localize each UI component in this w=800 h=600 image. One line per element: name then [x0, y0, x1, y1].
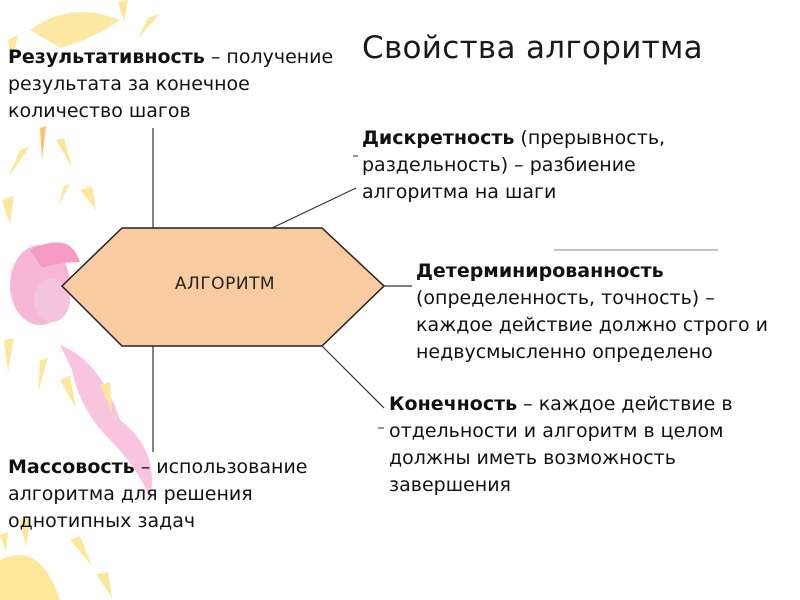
property-term: Дискретность: [362, 127, 515, 149]
property-term: Конечность: [389, 393, 518, 415]
page-title: Свойства алгоритма: [362, 30, 703, 66]
property-description: – получение результата за конечное колич…: [8, 46, 334, 122]
property-description: (прерывность, раздельность) – разбиение …: [362, 127, 666, 203]
property-description: (определенность, точность) – каждое дейс…: [416, 287, 768, 363]
property-term: Массовость: [8, 456, 135, 478]
connector-line-finiteness: [321, 345, 385, 409]
property-massiveness: Массовость – использование алгоритма для…: [8, 454, 368, 535]
algorithm-label: АЛГОРИТМ: [174, 274, 276, 294]
connector-line-discreteness: [271, 187, 357, 229]
property-description: – использование алгоритма для решения од…: [8, 456, 308, 532]
algorithm-hexagon: [60, 227, 386, 347]
property-term: Результативность: [8, 46, 205, 68]
property-description: – каждое действие в отдельности и алгори…: [389, 393, 733, 496]
property-finiteness: Конечность – каждое действие в отдельнос…: [389, 391, 779, 499]
property-result: Результативность – получение результата …: [8, 44, 353, 125]
property-discreteness: Дискретность (прерывность, раздельность)…: [362, 125, 732, 206]
property-determinism: Детерминированность (определенность, точ…: [416, 258, 796, 366]
property-term: Детерминированность: [416, 260, 664, 282]
